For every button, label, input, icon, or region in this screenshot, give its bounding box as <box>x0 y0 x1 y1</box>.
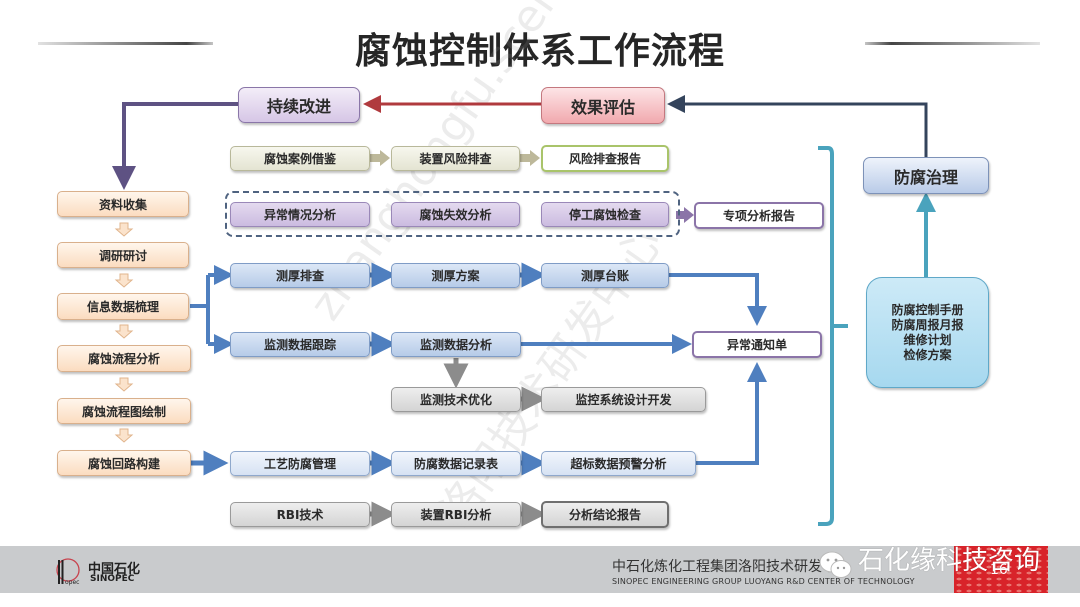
analysis-step[interactable]: 异常情况分析 <box>230 202 370 227</box>
thickness-step[interactable]: 测厚方案 <box>391 263 520 288</box>
footer-red-block <box>954 546 1048 593</box>
special-report-box[interactable]: 专项分析报告 <box>694 202 824 229</box>
wechat-icon <box>819 551 852 578</box>
rbi-report-box[interactable]: 分析结论报告 <box>541 501 669 528</box>
title-rule-left <box>38 42 213 45</box>
rbi-step[interactable]: RBI技术 <box>230 502 370 527</box>
logo-text-cn: 中国石化 <box>88 562 141 577</box>
left-step[interactable]: 腐蚀流程分析 <box>57 345 191 372</box>
monitoring-sub-step[interactable]: 监测技术优化 <box>391 387 521 412</box>
title-rule-right <box>865 42 1040 45</box>
analysis-group <box>225 191 680 237</box>
brand-overlay-text: 石化缘科技咨询 <box>858 546 1041 576</box>
analysis-step[interactable]: 腐蚀失效分析 <box>391 202 520 227</box>
process-step[interactable]: 工艺防腐管理 <box>230 451 370 476</box>
left-step[interactable]: 资料收集 <box>57 191 189 217</box>
risk-step[interactable]: 腐蚀案例借鉴 <box>230 146 370 171</box>
rbi-step[interactable]: 装置RBI分析 <box>391 502 521 527</box>
khaki-arrow <box>370 150 390 166</box>
output-item: 防腐控制手册 <box>891 302 964 317</box>
monitoring-step[interactable]: 监测数据跟踪 <box>230 332 370 357</box>
thickness-step[interactable]: 测厚台账 <box>541 263 669 288</box>
output-item: 维修计划 <box>903 332 952 347</box>
page-number: 16 <box>990 562 1008 578</box>
page-title: 腐蚀控制体系工作流程 <box>354 31 725 72</box>
left-step[interactable]: 腐蚀流程图绘制 <box>57 398 191 424</box>
left-step[interactable]: 信息数据梳理 <box>57 293 189 320</box>
anomaly-notice-box[interactable]: 异常通知单 <box>692 331 822 358</box>
organization-name-cn: 中石化炼化工程集团洛阳技术研发中心 <box>612 559 850 575</box>
continuous-improvement-box[interactable]: 持续改进 <box>238 87 360 123</box>
process-step[interactable]: 防腐数据记录表 <box>391 451 521 476</box>
left-step[interactable]: 调研研讨 <box>57 242 189 268</box>
monitoring-step[interactable]: 监测数据分析 <box>391 332 521 357</box>
risk-report-box[interactable]: 风险排查报告 <box>541 145 669 172</box>
svg-text:opec: opec <box>65 579 79 586</box>
khaki-arrow <box>520 150 540 166</box>
organization-name-en: SINOPEC ENGINEERING GROUP LUOYANG R&D CE… <box>612 577 915 586</box>
improve-connector <box>112 102 238 190</box>
analysis-step[interactable]: 停工腐蚀检查 <box>541 202 669 227</box>
branch-connector <box>190 275 210 344</box>
thickness-step[interactable]: 测厚排查 <box>230 263 370 288</box>
monitoring-sub-step[interactable]: 监控系统设计开发 <box>541 387 706 412</box>
governance-to-eval-arrow <box>667 95 928 160</box>
sinopec-logo-icon: opec <box>56 558 80 586</box>
output-item: 防腐周报月报 <box>891 317 964 332</box>
outputs-box[interactable]: 防腐控制手册 防腐周报月报 维修计划 检修方案 <box>866 277 989 388</box>
footer-bar <box>0 546 1080 593</box>
process-step[interactable]: 超标数据预警分析 <box>541 451 696 476</box>
left-step[interactable]: 腐蚀回路构建 <box>57 450 191 476</box>
watermark-text-cn: 洛阳技术研发中心 <box>429 217 673 536</box>
corrosion-governance-box[interactable]: 防腐治理 <box>863 157 989 194</box>
logo-text-en: SINOPEC <box>90 574 135 584</box>
output-item: 检修方案 <box>903 347 952 362</box>
effect-evaluation-box[interactable]: 效果评估 <box>541 87 665 124</box>
risk-step[interactable]: 装置风险排查 <box>391 146 520 171</box>
